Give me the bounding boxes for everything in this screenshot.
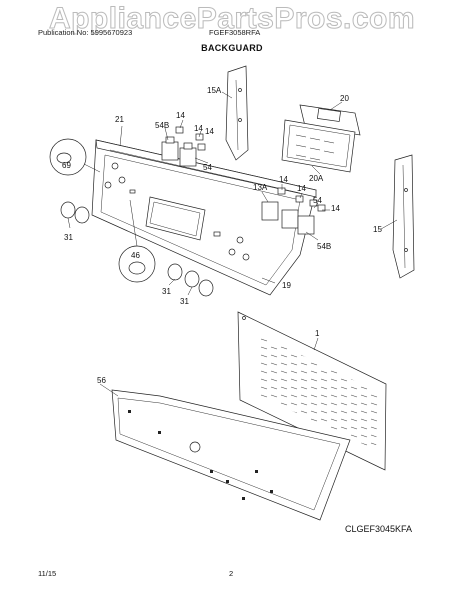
callout-14-d: 14 <box>279 175 288 184</box>
callout-14-b: 14 <box>194 124 203 133</box>
watermark: AppliancePartsPros.com <box>48 2 416 36</box>
callout-19: 19 <box>282 281 291 290</box>
model-number: FGEF3058RFA <box>209 28 261 37</box>
callout-13a: 13A <box>253 183 268 192</box>
callout-14-c: 14 <box>205 127 214 136</box>
callout-31-mid: 31 <box>162 287 171 296</box>
callout-14-f: 14 <box>331 204 340 213</box>
detail-circle-69 <box>49 138 101 176</box>
switches-right-part <box>261 187 326 235</box>
callout-31-right: 31 <box>180 297 189 306</box>
callout-14-e: 14 <box>297 184 306 193</box>
footer-date: 11/15 <box>38 569 56 578</box>
bracket-15-part <box>392 154 415 279</box>
callout-20: 20 <box>340 94 349 103</box>
publication-number: Publication No: 5995670923 <box>38 28 133 37</box>
callout-54b-b: 54B <box>317 242 331 251</box>
callout-labels: 21 69 31 46 31 31 19 14 54B 14 14 54 15A… <box>62 86 382 385</box>
callout-54-a: 54 <box>203 163 212 172</box>
callout-15a: 15A <box>207 86 222 95</box>
callout-20a: 20A <box>309 174 324 183</box>
callout-14-a: 14 <box>176 111 185 120</box>
diagram-code: CLGEF3045KFA <box>345 524 412 534</box>
callout-54-b: 54 <box>313 196 322 205</box>
callout-1: 1 <box>315 329 320 338</box>
callout-15: 15 <box>373 225 382 234</box>
callout-31-left: 31 <box>64 233 73 242</box>
control-board-part <box>281 104 361 173</box>
control-panel-part <box>91 139 317 296</box>
callout-56: 56 <box>97 376 106 385</box>
bracket-15a-part <box>225 65 249 161</box>
section-title: BACKGUARD <box>201 43 263 53</box>
callout-69: 69 <box>62 161 71 170</box>
rear-panel-part <box>237 311 387 471</box>
switches-left-part <box>161 126 206 167</box>
callout-54b-a: 54B <box>155 121 169 130</box>
footer-page-number: 2 <box>229 569 233 578</box>
detail-circle-46 <box>118 199 156 283</box>
lower-panel-part <box>111 389 351 521</box>
callout-21: 21 <box>115 115 124 124</box>
leader-lines <box>67 91 398 397</box>
callout-46: 46 <box>131 251 140 260</box>
knobs-left-part <box>60 201 214 297</box>
